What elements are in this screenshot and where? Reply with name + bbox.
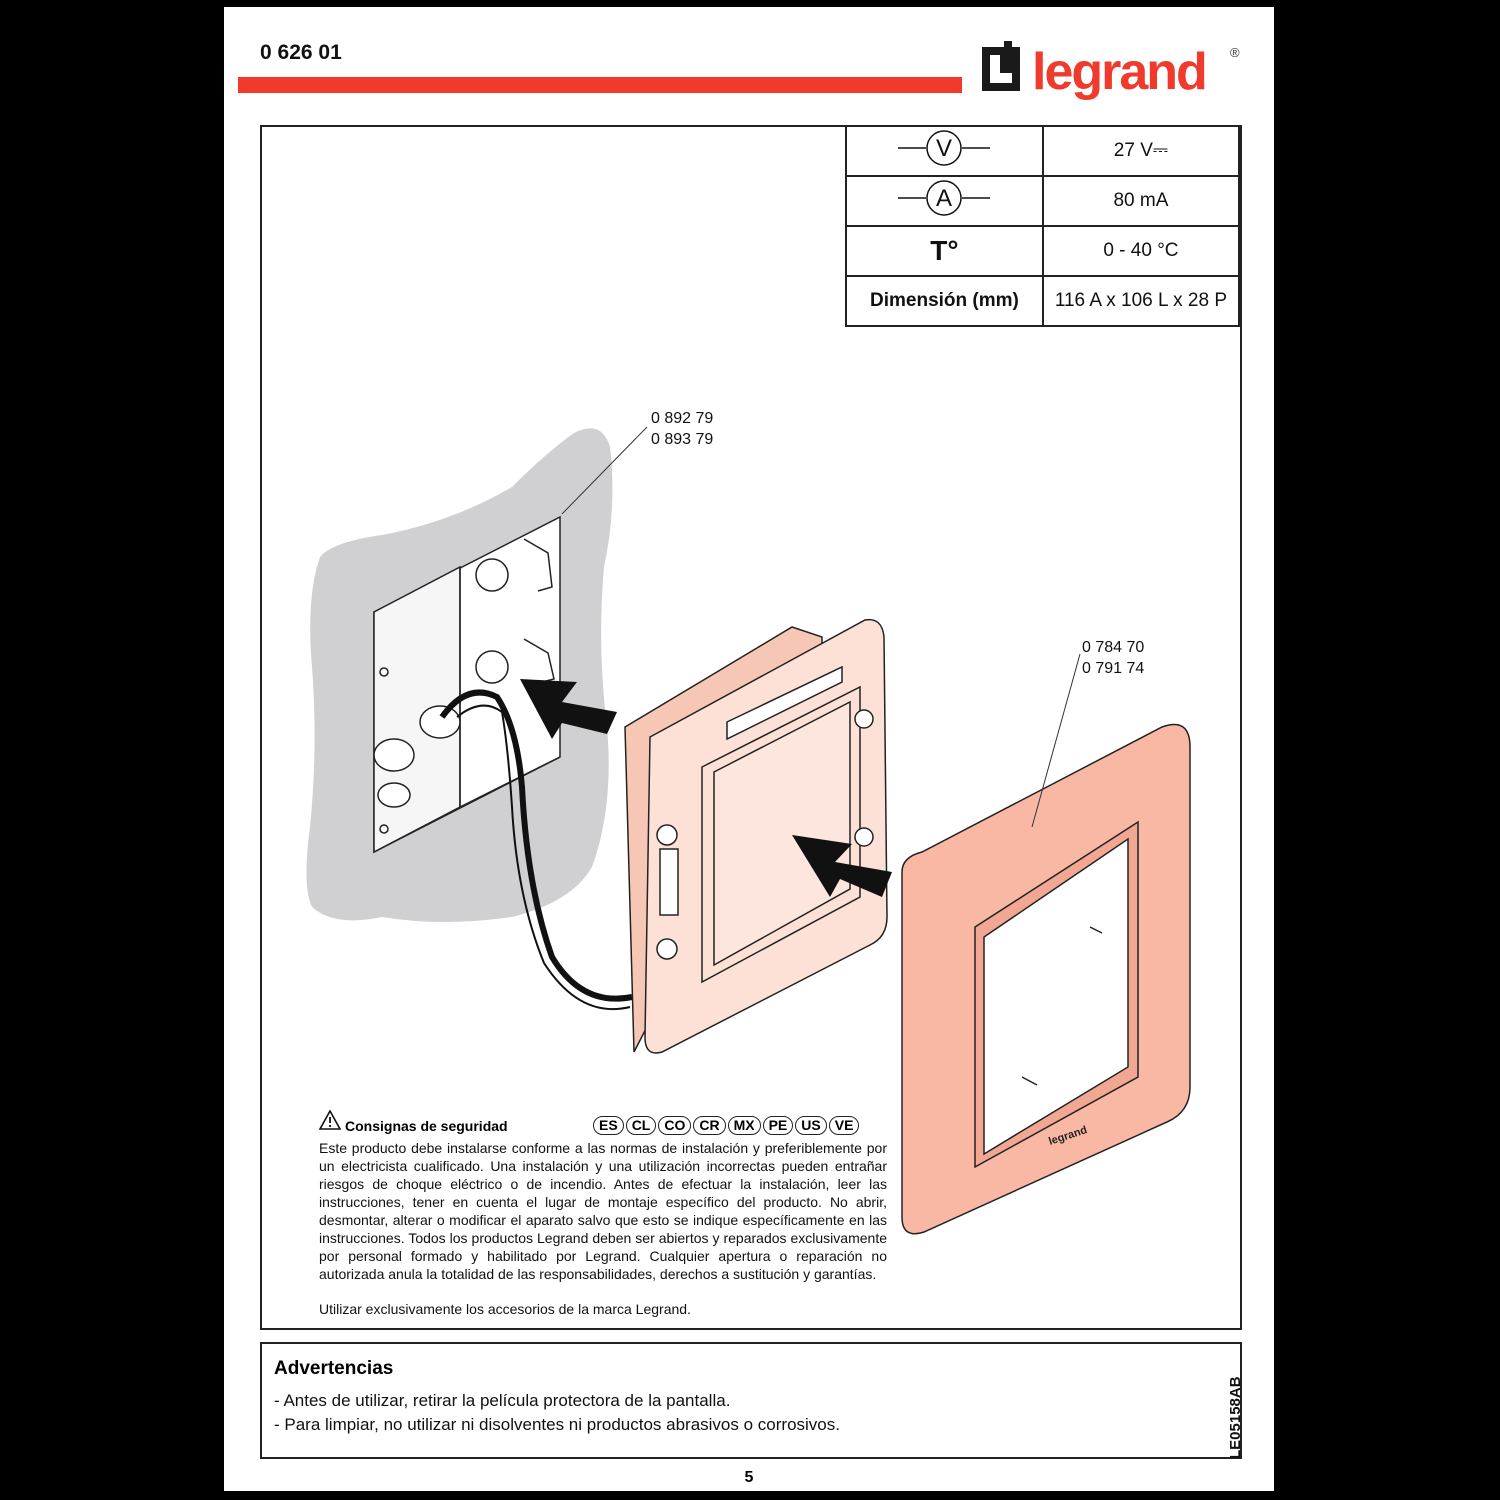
voltage-letter: V bbox=[936, 135, 952, 162]
country-code: VE bbox=[828, 1116, 860, 1135]
voltage-symbol: V bbox=[845, 125, 1044, 177]
temperature-value: 0 - 40 °C bbox=[1041, 225, 1241, 277]
warning-item: - Para limpiar, no utilizar ni disolvent… bbox=[274, 1415, 840, 1434]
spec-row-voltage: V 27 V⎓ bbox=[845, 125, 1241, 177]
plate-callout: 0 784 70 0 791 74 bbox=[1082, 637, 1144, 679]
box-ref-1: 0 892 79 bbox=[651, 410, 714, 427]
country-code: CL bbox=[625, 1116, 657, 1135]
warning-item: - Antes de utilizar, retirar la película… bbox=[274, 1391, 731, 1410]
warnings-box: Advertencias - Antes de utilizar, retira… bbox=[260, 1342, 1242, 1459]
cover-plate: legrand bbox=[901, 723, 1191, 1235]
country-code: CO bbox=[658, 1116, 692, 1135]
country-code: MX bbox=[727, 1116, 761, 1135]
warnings-title: Advertencias bbox=[274, 1358, 394, 1379]
warning-triangle-icon bbox=[319, 1110, 341, 1130]
instruction-page: 0 626 01 legrand ® V 27 V⎓ bbox=[221, 4, 1277, 1494]
legrand-mark-icon bbox=[982, 41, 1020, 91]
safety-body: Este producto debe instalarse conforme a… bbox=[319, 1140, 887, 1282]
cable bbox=[439, 689, 633, 1002]
spec-row-current: A 80 mA bbox=[845, 175, 1241, 227]
document-code-text: LE05158AB bbox=[1227, 1376, 1244, 1459]
voltage-icon: V bbox=[898, 130, 991, 166]
country-code: US bbox=[795, 1116, 827, 1135]
spec-row-temperature: T° 0 - 40 °C bbox=[845, 225, 1241, 277]
country-code: PE bbox=[762, 1116, 794, 1135]
leader-line-box bbox=[561, 426, 648, 515]
box-ref-2: 0 893 79 bbox=[651, 431, 714, 448]
arrow-device-icon bbox=[792, 835, 892, 897]
installation-diagram: legrand bbox=[306, 426, 1191, 1235]
product-code: 0 626 01 bbox=[260, 41, 342, 64]
current-value: 80 mA bbox=[1041, 175, 1241, 227]
warnings-list: - Antes de utilizar, retirar la película… bbox=[274, 1389, 840, 1437]
dimension-label: Dimensión (mm) bbox=[845, 275, 1044, 327]
brand-wordmark: legrand bbox=[1032, 43, 1206, 101]
main-frame: V 27 V⎓ A 80 mA T° 0 - 40 °C bbox=[260, 125, 1242, 1330]
arrow-box-icon bbox=[520, 679, 617, 739]
touch-screen-device bbox=[624, 618, 888, 1054]
ammeter-icon: A bbox=[898, 180, 991, 216]
dimension-value: 116 A x 106 L x 28 P bbox=[1041, 275, 1241, 327]
current-symbol: A bbox=[845, 175, 1044, 227]
country-code: CR bbox=[693, 1116, 726, 1135]
page-number: 5 bbox=[744, 1469, 754, 1486]
legrand-logo: legrand ® bbox=[982, 41, 1240, 101]
document-code: LE05158AB bbox=[1227, 1376, 1244, 1459]
header-red-bar bbox=[238, 77, 962, 93]
flush-box bbox=[373, 515, 561, 854]
current-letter: A bbox=[936, 185, 952, 212]
spec-row-dimension: Dimensión (mm) 116 A x 106 L x 28 P bbox=[845, 275, 1241, 327]
safety-title: Consignas de seguridad bbox=[345, 1118, 508, 1134]
temperature-label: T° bbox=[845, 225, 1044, 277]
voltage-value: 27 V⎓ bbox=[1041, 125, 1241, 177]
plate-ref-2: 0 791 74 bbox=[1082, 660, 1145, 677]
country-code: ES bbox=[593, 1116, 624, 1135]
registered-mark: ® bbox=[1230, 45, 1240, 60]
box-callout: 0 892 79 0 893 79 bbox=[651, 408, 713, 450]
plate-ref-1: 0 784 70 bbox=[1082, 639, 1145, 656]
country-codes: ES CL CO CR MX PE US VE bbox=[593, 1116, 860, 1135]
safety-accessories-note: Utilizar exclusivamente los accesorios d… bbox=[319, 1301, 691, 1317]
leader-line-plate bbox=[1031, 653, 1081, 828]
spec-table: V 27 V⎓ A 80 mA T° 0 - 40 °C bbox=[845, 125, 1241, 327]
